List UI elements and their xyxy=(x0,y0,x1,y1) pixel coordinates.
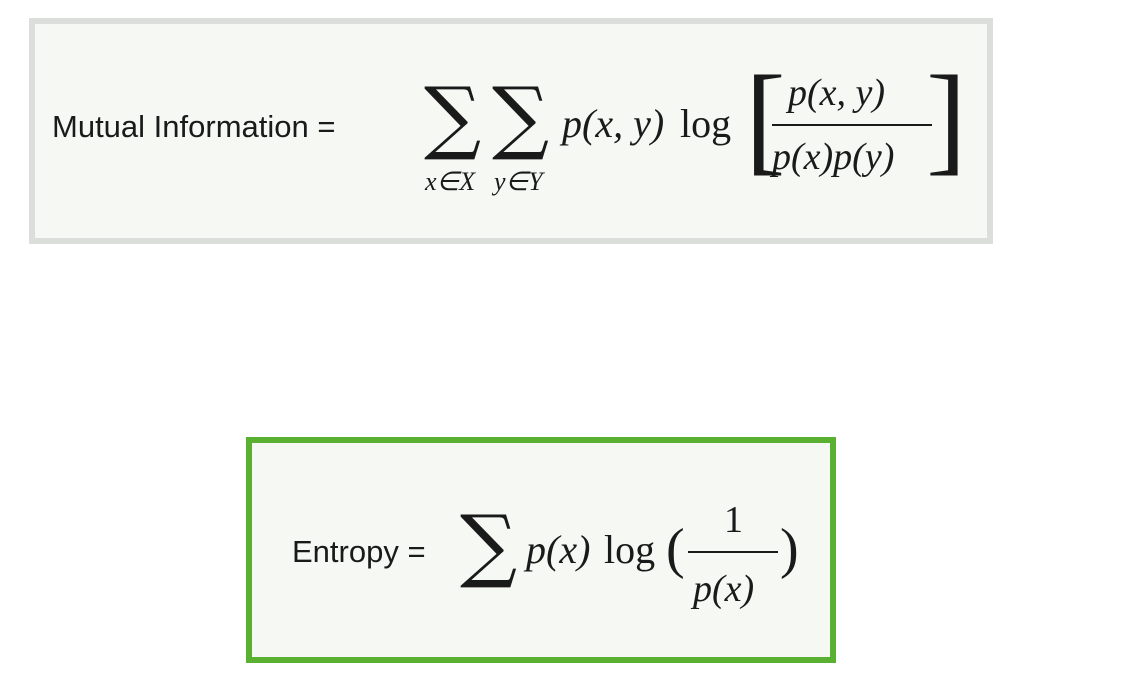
sum-y-subscript: y∈Y xyxy=(494,167,543,196)
log-operator-entropy: log xyxy=(604,527,656,572)
entropy-label: Entropy = xyxy=(292,534,426,569)
joint-probability: p(x, y) xyxy=(562,101,665,146)
log-operator: log xyxy=(680,101,732,146)
bracket-close: ] xyxy=(926,51,967,186)
fraction-bar xyxy=(772,124,932,126)
paren-close: ) xyxy=(780,518,799,580)
entropy-denominator: p(x) xyxy=(693,568,755,610)
fraction-denominator: p(x)p(y) xyxy=(772,136,895,178)
fraction-numerator: p(x, y) xyxy=(788,72,886,114)
sum-x-subscript: x∈X xyxy=(425,167,476,196)
sum-symbol: ∑ xyxy=(460,498,518,591)
entropy-box xyxy=(246,437,836,663)
sum-y-symbol: ∑ xyxy=(492,70,550,163)
bracket-open: [ xyxy=(745,51,786,186)
entropy-numerator: 1 xyxy=(724,499,743,541)
entropy-fraction-bar xyxy=(688,551,778,553)
mutual-information-box xyxy=(29,18,993,244)
mutual-information-label: Mutual Information = xyxy=(52,109,336,144)
paren-open: ( xyxy=(666,518,685,580)
sum-x-symbol: ∑ xyxy=(424,70,482,163)
probability-term: p(x) xyxy=(526,527,591,572)
